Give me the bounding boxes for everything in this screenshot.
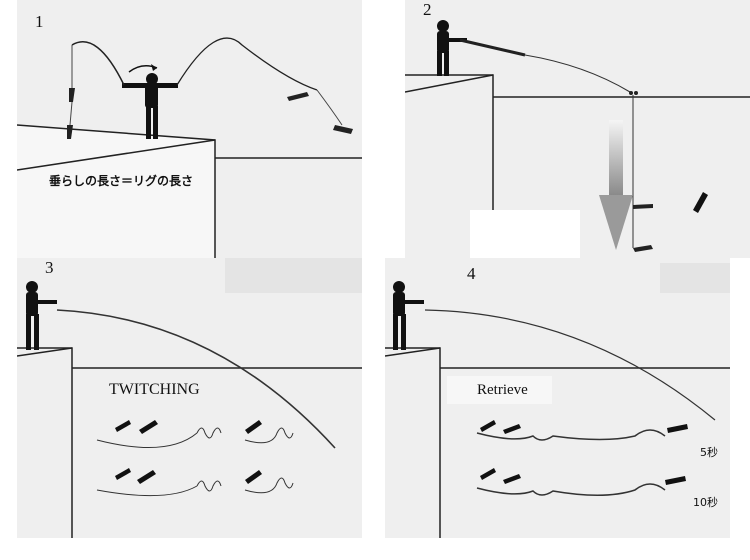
panel-4-number: 4 xyxy=(467,264,476,283)
panel-1: 1 垂らしの長さ＝リグの長さ xyxy=(17,0,362,258)
panel-4-mark-5s: 5秒 xyxy=(700,446,718,459)
panel-3-number: 3 xyxy=(45,258,54,277)
panel-1-caption: 垂らしの長さ＝リグの長さ xyxy=(49,174,194,188)
panel-2-illustration xyxy=(405,20,750,258)
panel-4-illustration xyxy=(385,263,730,538)
panel-4-caption: Retrieve xyxy=(477,382,528,398)
fisherman-silhouette xyxy=(122,73,178,139)
panel-4-mark-10s: 10秒 xyxy=(693,496,718,509)
panel-3: 3 TWITCHING xyxy=(17,258,362,538)
panel-1-illustration xyxy=(17,37,362,258)
panel-2-number: 2 xyxy=(423,0,432,19)
fisherman-silhouette xyxy=(437,20,467,76)
panel-4: 4 Retrieve 5秒 10秒 xyxy=(385,258,730,538)
panel-3-caption: TWITCHING xyxy=(109,381,200,398)
fisherman-silhouette xyxy=(393,281,424,350)
panel-1-number: 1 xyxy=(35,12,44,31)
fisherman-silhouette xyxy=(26,281,57,350)
panel-2: 2 xyxy=(405,0,750,258)
panel-3-illustration xyxy=(17,258,362,538)
